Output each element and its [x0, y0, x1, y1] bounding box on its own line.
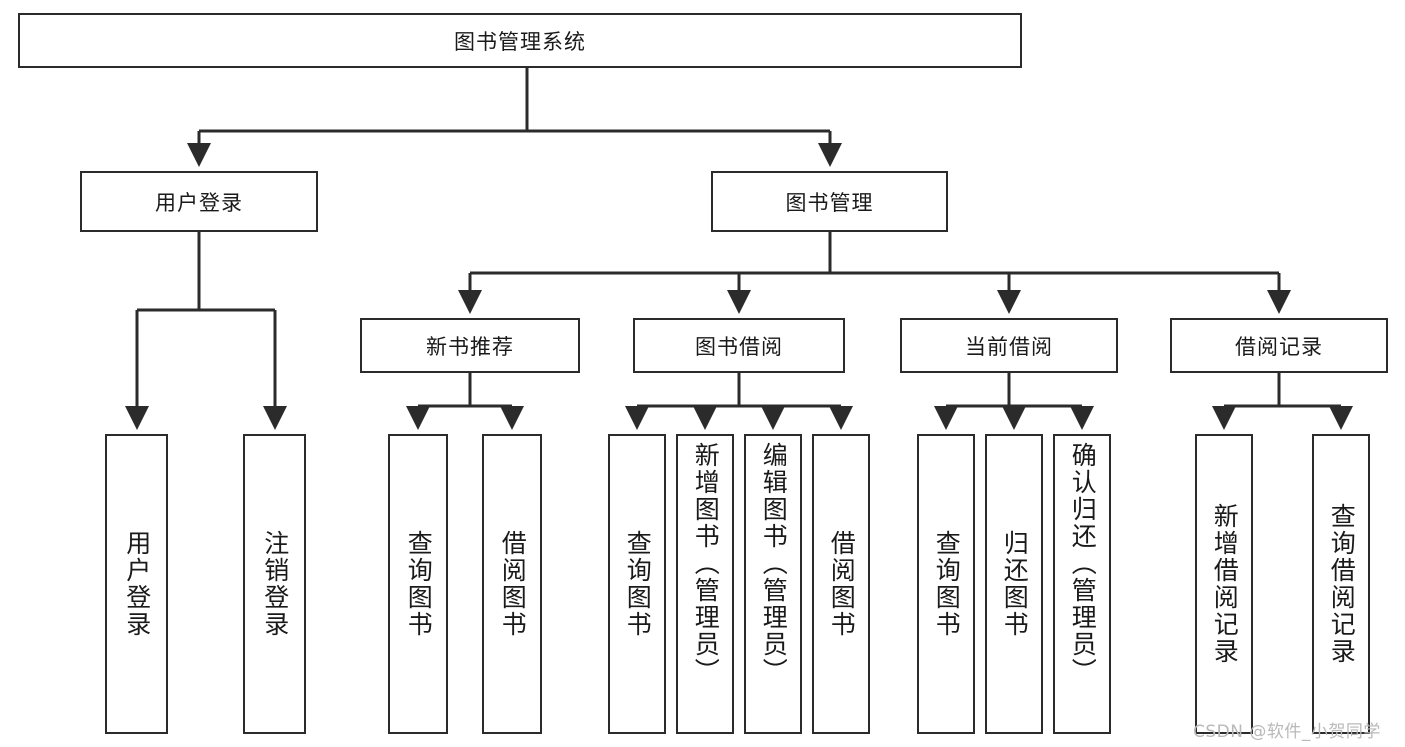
node-borrow-record[interactable]: 借阅记录 [1170, 318, 1388, 373]
node-new-book-recommend[interactable]: 新书推荐 [360, 318, 580, 373]
node-leaf-logout[interactable]: 注销登录 [243, 434, 306, 734]
node-leaf-add-book-admin[interactable]: 新增图书（管理员） [676, 434, 734, 734]
node-borrow-record-label: 借阅记录 [1235, 334, 1323, 359]
node-book-borrow-label: 图书借阅 [695, 334, 783, 359]
node-leaf-label: 用户登录 [122, 530, 152, 638]
node-current-borrow[interactable]: 当前借阅 [900, 318, 1118, 373]
node-root-label: 图书管理系统 [454, 29, 586, 54]
node-leaf-user-login[interactable]: 用户登录 [105, 434, 168, 734]
node-user-login-label: 用户登录 [155, 190, 243, 215]
node-new-book-recommend-label: 新书推荐 [426, 334, 514, 359]
node-leaf-return-book[interactable]: 归还图书 [985, 434, 1043, 734]
node-leaf-label: 查询借阅记录 [1327, 503, 1357, 665]
node-leaf-borrow-book-a[interactable]: 借阅图书 [482, 434, 542, 734]
node-leaf-label: 新增图书（管理员） [691, 442, 721, 685]
node-leaf-borrow-book-b[interactable]: 借阅图书 [812, 434, 870, 734]
node-leaf-label: 编辑图书（管理员） [759, 442, 789, 685]
node-leaf-query-book-b[interactable]: 查询图书 [608, 434, 666, 734]
watermark: CSDN @软件_小贺同学 [1193, 722, 1381, 742]
node-user-login[interactable]: 用户登录 [80, 171, 318, 232]
node-leaf-label: 新增借阅记录 [1210, 503, 1240, 665]
node-leaf-label: 查询图书 [932, 530, 962, 638]
node-leaf-edit-book-admin[interactable]: 编辑图书（管理员） [744, 434, 802, 734]
node-book-management[interactable]: 图书管理 [711, 171, 948, 232]
node-leaf-label: 确认归还（管理员） [1068, 442, 1098, 685]
node-leaf-query-borrow-record[interactable]: 查询借阅记录 [1312, 434, 1370, 734]
node-book-borrow[interactable]: 图书借阅 [633, 318, 845, 373]
node-leaf-label: 查询图书 [404, 530, 434, 638]
node-leaf-query-book-a[interactable]: 查询图书 [388, 434, 448, 734]
node-leaf-label: 借阅图书 [498, 530, 528, 638]
node-leaf-label: 注销登录 [260, 530, 290, 638]
node-root[interactable]: 图书管理系统 [18, 13, 1022, 68]
node-leaf-label: 归还图书 [1000, 530, 1030, 638]
node-leaf-add-borrow-record[interactable]: 新增借阅记录 [1195, 434, 1253, 734]
node-leaf-confirm-return-admin[interactable]: 确认归还（管理员） [1053, 434, 1111, 734]
node-book-management-label: 图书管理 [785, 190, 874, 215]
node-leaf-query-book-c[interactable]: 查询图书 [917, 434, 975, 734]
node-leaf-label: 查询图书 [623, 530, 653, 638]
node-leaf-label: 借阅图书 [827, 530, 857, 638]
node-current-borrow-label: 当前借阅 [965, 334, 1053, 359]
